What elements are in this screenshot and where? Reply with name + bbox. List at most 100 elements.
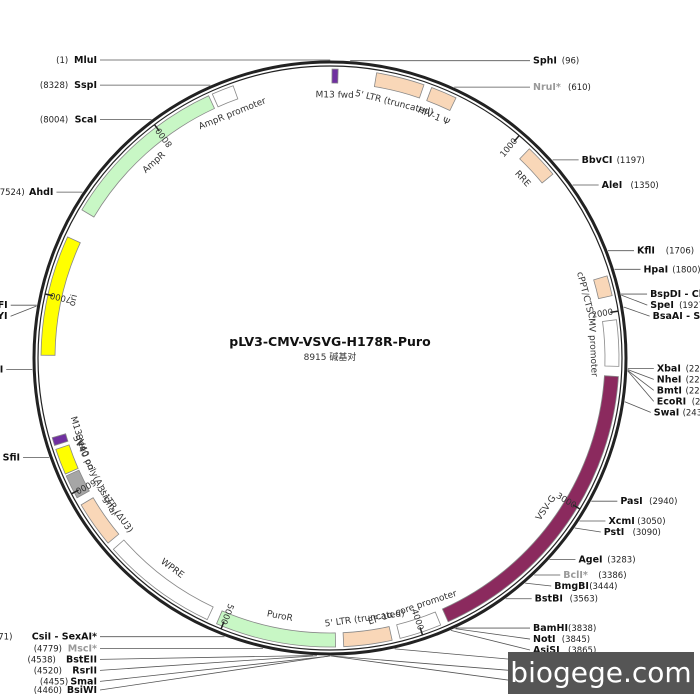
site-label: BmgBI(3444) — [554, 581, 617, 592]
site-leader — [525, 582, 552, 587]
site-position: (610) — [568, 83, 591, 93]
site-leader — [332, 655, 531, 673]
feature-arc — [593, 275, 613, 300]
site-label: NheI (2284) — [657, 374, 700, 385]
feature-arc — [211, 85, 239, 108]
tick-label: 1000 — [498, 137, 520, 160]
tick-mark — [220, 621, 225, 630]
site-name: BsaAI - SnaBI — [653, 311, 700, 322]
site-label: NotI(3845) — [533, 634, 590, 645]
site-name: XcmI — [608, 516, 634, 527]
site-leader — [454, 628, 531, 640]
site-name: PciI — [0, 365, 3, 376]
site-label: SpeI(1927) — [650, 300, 700, 311]
site-name: NheI — [657, 374, 682, 385]
tick-mark — [419, 627, 424, 636]
site-label: EcoRI(2290) — [657, 396, 700, 407]
site-name: AhdI — [29, 187, 53, 198]
site-label: PstI (3090) — [604, 527, 661, 538]
site-label: XcmI(3050) — [608, 516, 665, 527]
plasmid-size: 8915 碱基对 — [304, 351, 357, 363]
feature-label: CMV promoter — [585, 312, 598, 378]
site-name: PstI — [604, 527, 625, 538]
site-label: BamHI(3838) — [533, 623, 596, 634]
feature-arc — [342, 626, 393, 648]
site-leader — [99, 655, 331, 682]
site-leader — [624, 401, 651, 413]
site-name: AleI — [602, 180, 623, 191]
feature-arc — [602, 319, 620, 367]
site-name: BspDI - ClaI — [650, 289, 700, 300]
site-label: MluI(1) — [56, 55, 97, 66]
site-name: BstBI — [535, 594, 563, 605]
feature-arc — [519, 148, 554, 184]
tick-label: 7000 — [49, 290, 72, 305]
site-position: (4455) — [40, 677, 68, 687]
site-label: BmtI(2288) — [657, 385, 700, 396]
site-label: BseYI(6935) — [0, 311, 8, 322]
site-position: (2940) — [649, 497, 677, 507]
site-position: (3865) — [568, 646, 596, 656]
site-leader — [330, 655, 531, 684]
tick-mark — [71, 489, 79, 495]
site-name: MscI* — [68, 643, 97, 654]
tick-mark — [44, 293, 54, 297]
site-label: BspDI - ClaI(1922) — [650, 289, 700, 300]
site-position: (1800) — [672, 265, 700, 275]
site-leader — [394, 648, 531, 662]
feature-arc — [426, 86, 457, 112]
site-position: (8328) — [40, 81, 68, 91]
site-name: MluI — [74, 55, 97, 66]
site-name: ScaI — [75, 114, 97, 125]
feature-arc — [51, 433, 69, 446]
feature-arc — [112, 539, 214, 621]
site-label: SwaI(2438) — [654, 407, 700, 418]
site-leader — [627, 370, 655, 402]
site-position: (2284) — [686, 375, 700, 385]
site-position: (1927) — [679, 301, 700, 311]
site-label: AleI (1350) — [602, 180, 659, 191]
feature-arc — [55, 444, 79, 475]
site-position: (3386) — [598, 571, 626, 581]
site-name: SfiI — [3, 452, 20, 463]
site-name: SmaI — [70, 676, 97, 687]
site-label: SspI(8328) — [40, 80, 97, 91]
feature-arc — [373, 72, 425, 99]
site-position: (3563) — [570, 595, 598, 605]
feature-arc — [80, 497, 120, 544]
feature-label: RRE — [512, 169, 532, 189]
site-position: (2438) — [683, 408, 700, 418]
site-label: CsiI - SexAI*(4971) — [0, 632, 97, 643]
plasmid-name: pLV3-CMV-VSVG-H178R-Puro — [229, 334, 431, 349]
site-leader — [623, 306, 650, 317]
site-position: (3444) — [589, 582, 617, 592]
site-name: BclI* — [563, 570, 588, 581]
feature-arc — [216, 610, 337, 648]
site-label: SfiI(6204) — [3, 452, 20, 463]
site-label: BsaAI - SnaBI(1985) — [653, 311, 700, 322]
site-name: SphI — [533, 56, 557, 67]
feature-label: ori — [68, 294, 80, 308]
site-leader — [10, 305, 37, 317]
site-label: SmaI(4455) — [40, 676, 97, 687]
site-position: (3090) — [633, 528, 661, 538]
tick-mark — [153, 124, 160, 132]
site-name: NotI — [533, 634, 556, 645]
site-position: (4779) — [34, 644, 62, 654]
site-leader — [627, 369, 654, 380]
tick-mark — [610, 310, 619, 314]
site-position: (1350) — [630, 181, 658, 191]
site-label: BstBI (3563) — [535, 594, 598, 605]
site-name: BseYI — [0, 311, 8, 322]
site-name: NruI* — [533, 82, 561, 93]
site-label: ScaI(8004) — [40, 114, 97, 125]
tick-mark — [513, 135, 520, 143]
site-position: (3283) — [607, 556, 635, 566]
site-label: NruI* (610) — [533, 82, 591, 93]
site-name: SwaI — [654, 407, 680, 418]
tick-label: 2000 — [591, 308, 614, 321]
site-name: BmtI — [657, 385, 682, 396]
site-position: (4971) — [0, 633, 12, 643]
site-name: PspFI — [0, 300, 8, 311]
